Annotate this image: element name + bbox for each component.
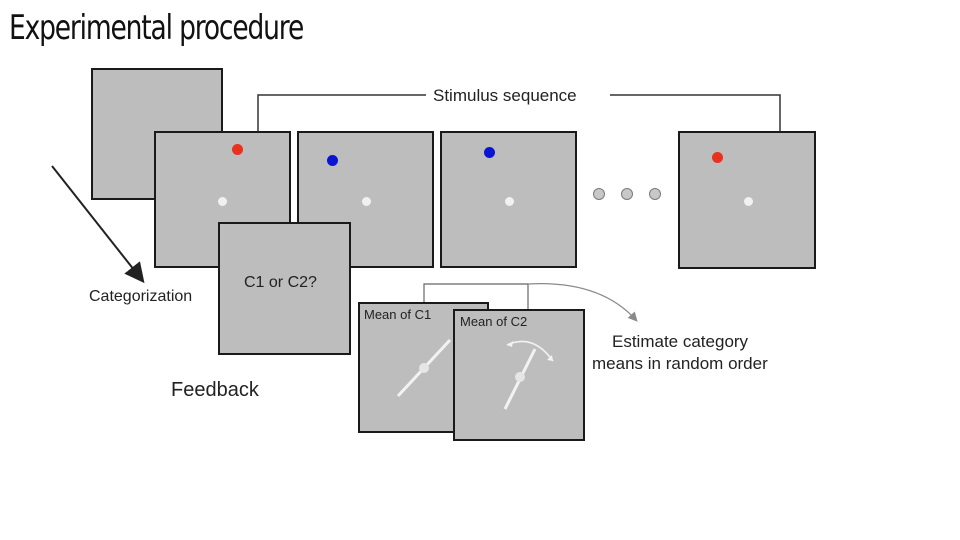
categorization-panel: C1 or C2? [218, 222, 351, 355]
stimulus-dot-red [232, 144, 243, 155]
question-text: C1 or C2? [244, 274, 317, 291]
stimulus-sequence-label: Stimulus sequence [433, 86, 577, 105]
sequence-bracket-left [257, 94, 426, 131]
stimulus-dot-red [712, 152, 723, 163]
fixation-dot [744, 197, 753, 206]
mean-c1-label: Mean of C1 [364, 307, 432, 322]
fixation-dot [505, 197, 514, 206]
stimulus-dot-blue [327, 155, 338, 166]
feedback-label: Feedback [171, 379, 259, 401]
sequence-bracket-right [610, 94, 781, 131]
mean-c2-label: Mean of C2 [460, 314, 528, 329]
orientation-line-c2 [503, 340, 554, 410]
ellipsis-dot [649, 188, 661, 200]
diagonal-arrow [51, 165, 145, 284]
estimate-arrow [527, 283, 638, 322]
fixation-dot [218, 197, 227, 206]
ellipsis-dot [621, 188, 633, 200]
slide-title: Experimental procedure [9, 8, 304, 48]
estimate-label-line1: Estimate category [612, 332, 749, 351]
mean-c2-panel: Mean of C2 [453, 309, 585, 441]
stimulus-panel-last [678, 131, 816, 269]
fixation-dot [362, 197, 371, 206]
estimate-label-line2: means in random order [592, 354, 768, 373]
ellipsis-dot [593, 188, 605, 200]
stimulus-panel-3 [440, 131, 577, 268]
estimate-bracket [423, 283, 529, 310]
orientation-line-c1 [396, 338, 452, 398]
stimulus-dot-blue [484, 147, 495, 158]
categorization-label: Categorization [89, 288, 193, 305]
